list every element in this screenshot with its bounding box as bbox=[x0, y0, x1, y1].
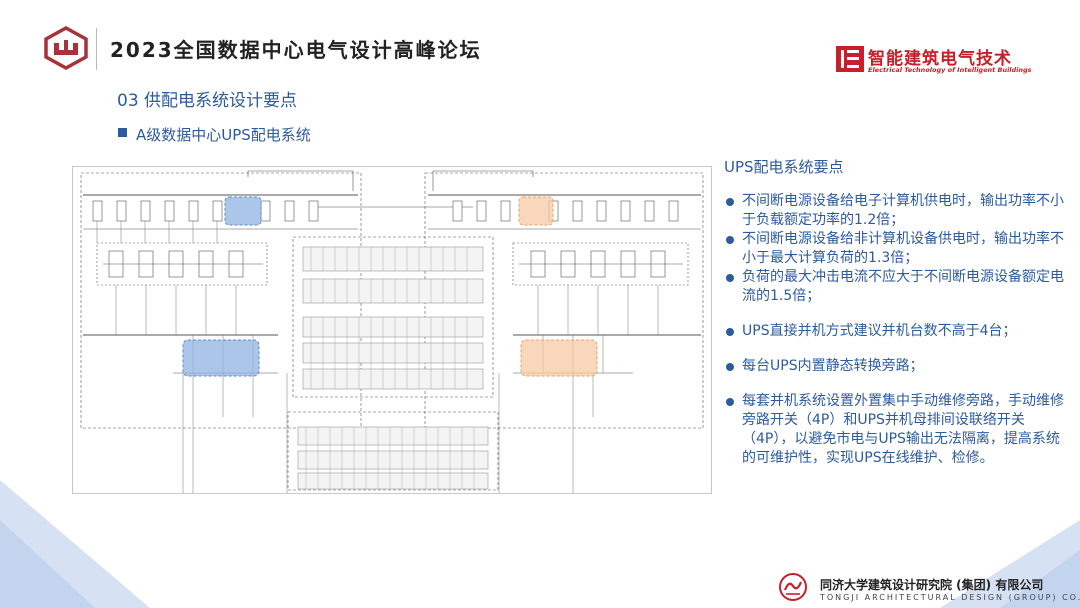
points-title: UPS配电系统要点 bbox=[724, 158, 844, 176]
institute-name-cn: 同济大学建筑设计研究院 (集团) 有限公司 bbox=[820, 578, 1044, 592]
point-text: 不间断电源设备给非计算机设备供电时，输出功率不小于最大计算负荷的1.3倍； bbox=[742, 231, 1064, 266]
bullet-dot-icon bbox=[726, 274, 734, 282]
point-text: 负荷的最大冲击电流不应大于不间断电源设备额定电流的1.5倍； bbox=[742, 269, 1064, 304]
section-subtitle: A级数据中心UPS配电系统 bbox=[136, 126, 311, 144]
list-item: 负荷的最大冲击电流不应大于不间断电源设备额定电流的1.5倍； bbox=[726, 268, 1066, 306]
brand-logo: 智能建筑电气技术 Electrical Technology of Intell… bbox=[836, 44, 1046, 78]
decorative-corner-right bbox=[940, 520, 1080, 608]
conference-title: 2023全国数据中心电气设计高峰论坛 bbox=[110, 38, 482, 62]
point-text: UPS直接并机方式建议并机台数不高于4台； bbox=[742, 323, 1017, 339]
conference-logo-icon bbox=[44, 26, 88, 70]
list-item: 每套并机系统设置外置集中手动维修旁路，手动维修旁路开关（4P）和UPS并机母排间… bbox=[726, 392, 1066, 468]
list-item: 不间断电源设备给非计算机设备供电时，输出功率不小于最大计算负荷的1.3倍； bbox=[726, 230, 1066, 268]
brand-name-en: Electrical Technology of Intelligent Bui… bbox=[868, 66, 1032, 74]
brand-name-cn: 智能建筑电气技术 bbox=[868, 49, 1012, 69]
section-title: 03 供配电系统设计要点 bbox=[117, 91, 298, 111]
list-item: 不间断电源设备给电子计算机供电时，输出功率不小于负载额定功率的1.2倍； bbox=[726, 192, 1066, 230]
header-divider bbox=[96, 28, 97, 70]
point-text: 不间断电源设备给电子计算机供电时，输出功率不小于负载额定功率的1.2倍； bbox=[742, 193, 1064, 228]
bullet-dot-icon bbox=[726, 236, 734, 244]
bullet-dot-icon bbox=[726, 198, 734, 206]
ups-wiring-diagram bbox=[72, 166, 712, 494]
point-text: 每套并机系统设置外置集中手动维修旁路，手动维修旁路开关（4P）和UPS并机母排间… bbox=[742, 393, 1064, 466]
tongji-logo-icon bbox=[779, 573, 807, 601]
points-list: 不间断电源设备给电子计算机供电时，输出功率不小于负载额定功率的1.2倍； 不间断… bbox=[726, 192, 1066, 468]
list-item: 每台UPS内置静态转换旁路； bbox=[726, 357, 1066, 376]
square-bullet-icon bbox=[118, 128, 127, 137]
bullet-dot-icon bbox=[726, 398, 734, 406]
list-item: UPS直接并机方式建议并机台数不高于4台； bbox=[726, 322, 1066, 341]
brand-mark-icon bbox=[836, 46, 864, 72]
decorative-corner-left bbox=[0, 480, 150, 608]
bullet-dot-icon bbox=[726, 363, 734, 371]
institute-name-en: TONGJI ARCHITECTURAL DESIGN (GROUP) CO.,… bbox=[820, 593, 1080, 602]
bullet-dot-icon bbox=[726, 328, 734, 336]
point-text: 每台UPS内置静态转换旁路； bbox=[742, 358, 924, 374]
